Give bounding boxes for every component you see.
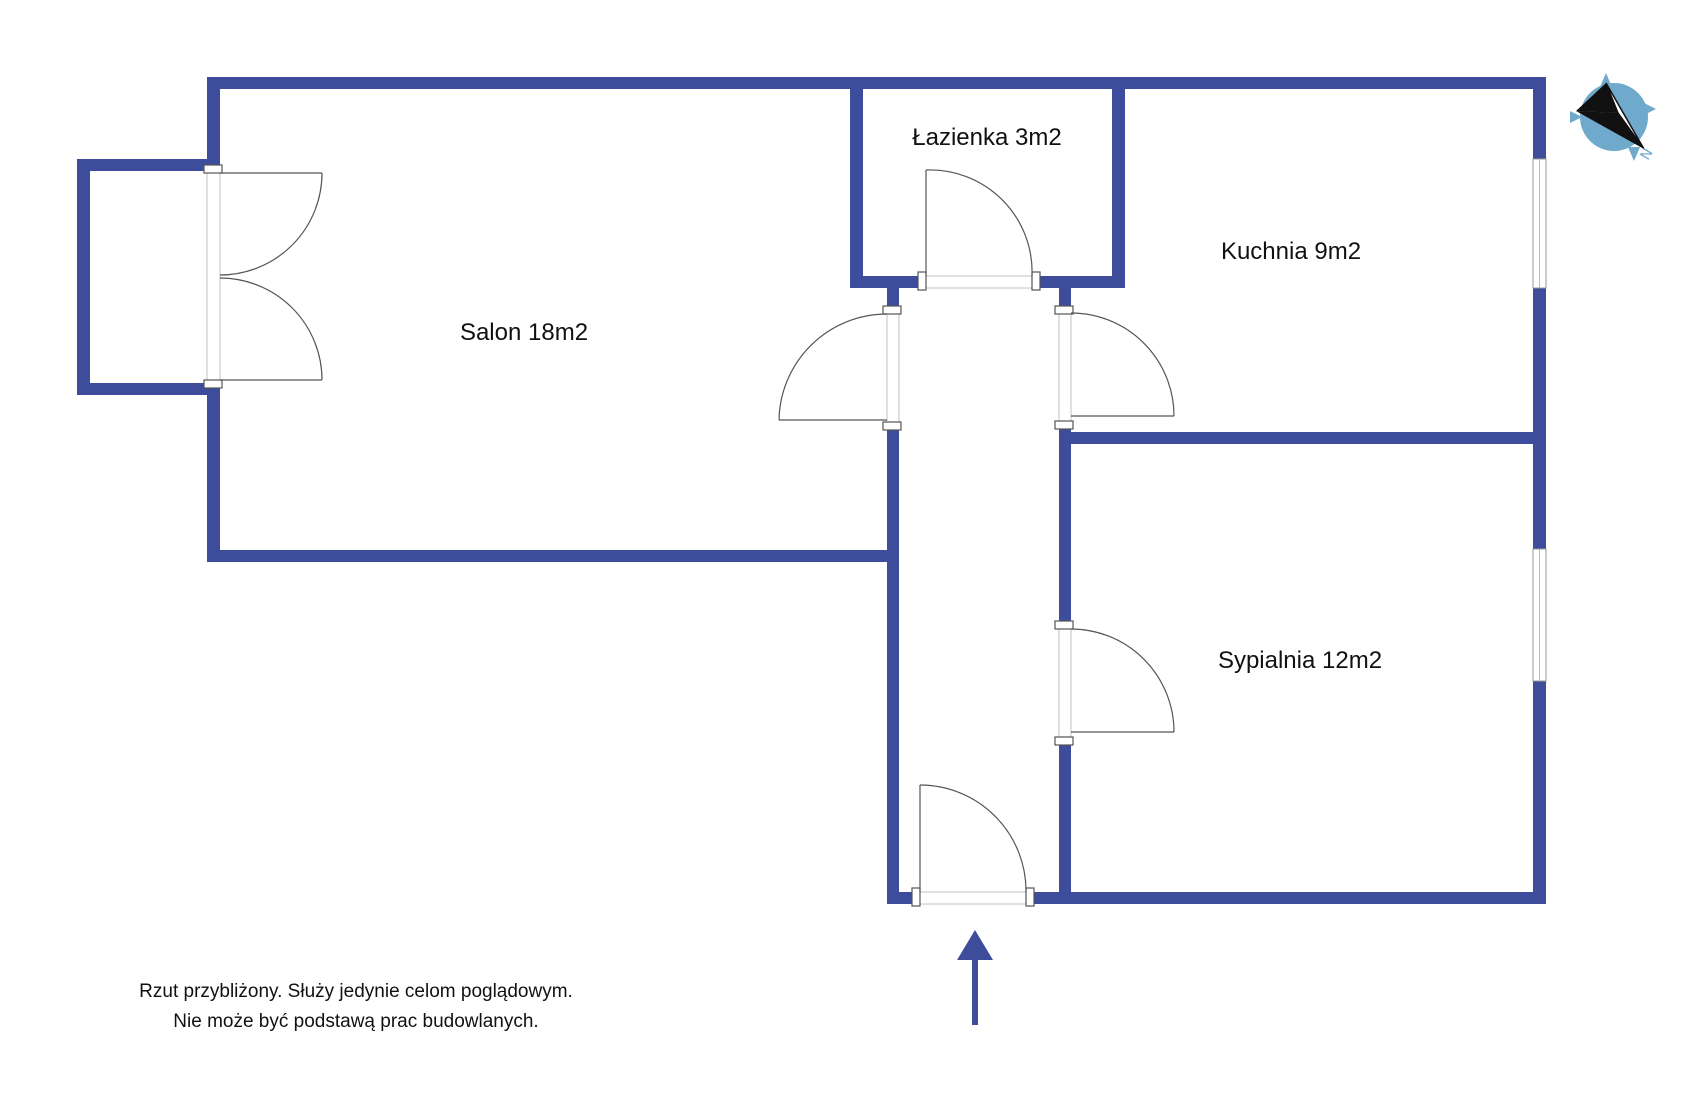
- door-bathroom: [917, 169, 1041, 291]
- door-balcony: [203, 164, 323, 389]
- wall-right-1: [1533, 77, 1546, 159]
- compass-icon: N: [1570, 73, 1657, 163]
- wall-balcony-bottom: [77, 383, 220, 395]
- door-kitchen: [1054, 305, 1175, 430]
- room-label-salon: Salon 18m2: [460, 319, 588, 346]
- wall-salon-left-lower: [207, 383, 220, 562]
- entrance-arrow-icon: [957, 930, 993, 1025]
- wall-bath-left: [850, 77, 863, 288]
- wall-right-2: [1533, 288, 1546, 549]
- wall-bath-right: [1112, 77, 1125, 288]
- room-label-kuchnia: Kuchnia 9m2: [1221, 238, 1361, 265]
- wall-balcony-left: [77, 159, 90, 395]
- wall-salon-left-upper: [207, 77, 220, 170]
- wall-balcony-top: [77, 159, 220, 171]
- wall-bath-bottom-right: [1036, 276, 1125, 288]
- doors: [203, 164, 1175, 907]
- wall-corridor-right-low: [1059, 741, 1071, 904]
- wall-corridor-left-top: [887, 276, 899, 310]
- wall-kitchen-bedroom: [1059, 432, 1546, 444]
- compass-north-label: N: [1638, 146, 1657, 163]
- wall-corridor-left-main: [887, 427, 899, 904]
- room-label-sypialnia: Sypialnia 12m2: [1218, 647, 1382, 674]
- door-entrance: [911, 784, 1035, 907]
- door-salon: [778, 305, 902, 431]
- wall-corridor-right-mid: [1059, 425, 1071, 625]
- windows: [1532, 158, 1547, 682]
- wall-right-3: [1533, 681, 1546, 904]
- disclaimer-line-1: Rzut przybliżony. Służy jedynie celom po…: [139, 981, 573, 1002]
- room-label-lazienka: Łazienka 3m2: [912, 124, 1061, 151]
- disclaimer-line-2: Nie może być podstawą prac budowlanych.: [173, 1011, 538, 1032]
- wall-corridor-right-top: [1059, 276, 1071, 310]
- walls: [77, 77, 1546, 904]
- wall-bottom-right: [1030, 892, 1546, 904]
- wall-bottom-left: [887, 892, 916, 904]
- wall-bath-bottom-left: [850, 276, 922, 288]
- wall-salon-bottom: [207, 550, 894, 562]
- wall-top: [207, 77, 1546, 89]
- door-bedroom: [1054, 620, 1175, 746]
